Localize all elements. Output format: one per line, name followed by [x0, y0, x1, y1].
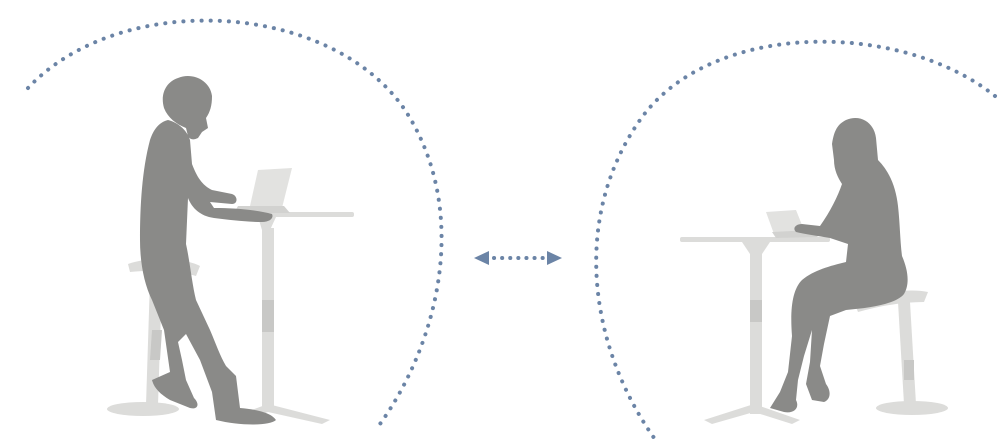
double-arrow-icon	[474, 251, 562, 265]
right-scene	[680, 118, 948, 424]
left-dotted-arc	[28, 21, 442, 424]
left-laptop	[234, 168, 292, 213]
standing-man-silhouette	[140, 76, 276, 424]
left-desk	[230, 212, 354, 424]
right-stool	[854, 290, 948, 415]
left-scene	[107, 76, 354, 424]
seated-woman-silhouette	[770, 118, 908, 412]
